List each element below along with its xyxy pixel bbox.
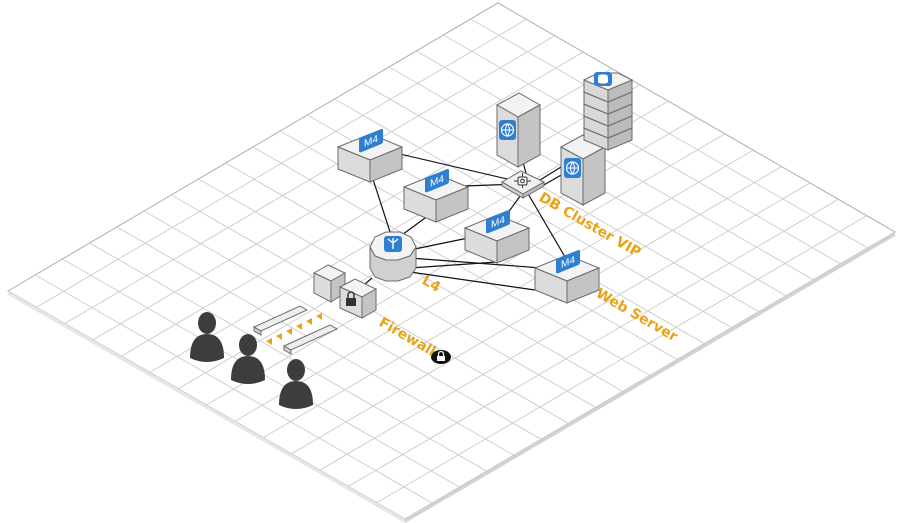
database-stack — [582, 72, 634, 151]
db-server-1 — [495, 92, 542, 168]
instance-tag-icon: M4 — [556, 249, 580, 274]
arrow-icon — [296, 323, 302, 330]
instance-tag-icon: M4 — [359, 128, 383, 153]
arrow-icon — [306, 318, 312, 325]
instance-m4-b: M4 — [402, 168, 470, 223]
firewall-device — [312, 264, 378, 319]
arrow-icon — [316, 313, 322, 320]
user-icon — [231, 334, 265, 384]
globe-icon — [564, 158, 581, 178]
arrow-icon — [266, 338, 272, 345]
globe-icon — [499, 120, 516, 140]
instance-tag-icon: M4 — [425, 168, 449, 193]
traffic-flow — [252, 305, 339, 355]
instance-m4-d: M4 — [533, 249, 601, 304]
arrow-icon — [286, 328, 292, 335]
instance-m4-a: M4 — [336, 128, 404, 183]
arrow-icon — [276, 333, 282, 340]
database-icon — [594, 72, 612, 86]
db-cluster-vip-node — [500, 170, 546, 199]
user-icon — [279, 359, 313, 409]
user-icon — [190, 312, 224, 362]
l4-load-balancer — [369, 231, 417, 282]
load-balancer-icon — [384, 236, 402, 252]
instance-m4-c: M4 — [463, 209, 531, 264]
lock-badge — [431, 350, 451, 364]
lock-icon — [346, 291, 356, 306]
isometric-floor — [7, 2, 896, 523]
vip-icon — [514, 173, 531, 188]
instance-tag-icon: M4 — [486, 209, 510, 234]
